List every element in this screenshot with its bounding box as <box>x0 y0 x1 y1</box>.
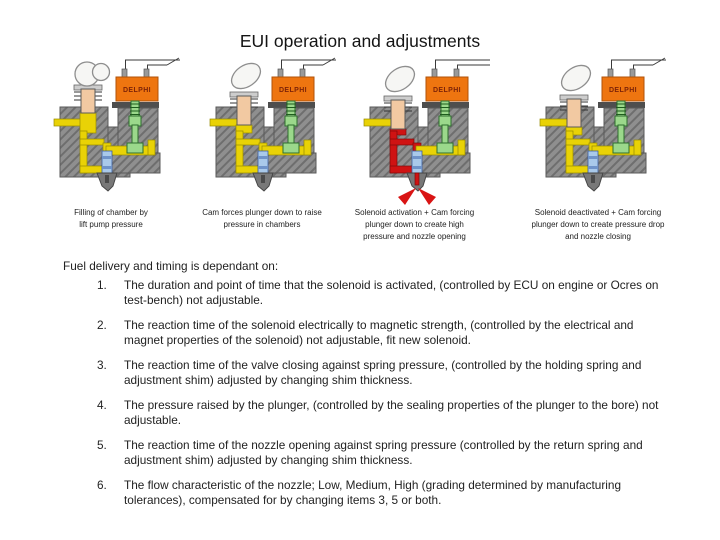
diagram-caption-pressurising: Cam forces plunger down to raise pressur… <box>202 208 322 229</box>
solenoid-wires <box>281 57 336 73</box>
list-item: 1. The duration and point of time that t… <box>97 278 663 307</box>
solenoid-terminal <box>121 68 128 78</box>
item-number: 4. <box>97 398 107 412</box>
solenoid-terminal <box>453 68 460 78</box>
control-valve-green <box>436 100 454 154</box>
diagram-caption-filling: Filling of chamber by lift pump pressure <box>74 208 148 229</box>
body-intro-text: Fuel delivery and timing is dependant on… <box>63 259 279 273</box>
return-spring <box>384 102 412 112</box>
spill-valve-blue <box>101 150 113 174</box>
injector-schematic: DELPHI <box>363 59 490 205</box>
item-text: The reaction time of the nozzle opening … <box>124 438 643 467</box>
item-text: The reaction time of the valve closing a… <box>124 358 642 387</box>
control-valve-green <box>282 100 300 154</box>
diagram-caption-closing: Solenoid deactivated + Cam forcing plung… <box>531 208 665 241</box>
spill-valve-blue <box>257 150 269 174</box>
delphi-logo-text: DELPHI <box>609 87 637 94</box>
item-text: The flow characteristic of the nozzle; L… <box>124 478 622 507</box>
item-number: 6. <box>97 478 107 492</box>
item-text: The pressure raised by the plunger, (con… <box>124 398 659 427</box>
injector-diagram-injecting: DELPHI <box>360 55 492 207</box>
cam-roller <box>74 61 111 87</box>
item-number: 2. <box>97 318 107 332</box>
cam-roller <box>560 64 592 92</box>
control-valve-green <box>612 100 630 154</box>
solenoid-terminal <box>277 68 284 78</box>
return-spring <box>230 98 258 108</box>
injector-schematic: DELPHI <box>53 57 180 192</box>
solenoid-wires <box>125 57 180 73</box>
item-number: 3. <box>97 358 107 372</box>
list-item: 6. The flow characteristic of the nozzle… <box>97 478 663 507</box>
item-number: 5. <box>97 438 107 452</box>
solenoid-terminal <box>607 68 614 78</box>
spill-valve-blue <box>587 150 599 174</box>
cam-roller <box>230 62 262 90</box>
delphi-solenoid-box <box>115 76 159 102</box>
delphi-solenoid-box <box>601 76 645 102</box>
solenoid-terminal <box>143 68 150 78</box>
nozzle-needle <box>591 175 595 183</box>
solenoid-terminal <box>629 68 636 78</box>
return-spring <box>74 91 102 101</box>
diagram-caption-injecting: Solenoid activation + Cam forcing plunge… <box>354 208 475 241</box>
injector-diagram-filling: DELPHI <box>50 55 182 207</box>
delphi-solenoid-box <box>271 76 315 102</box>
plunger <box>390 99 406 130</box>
delphi-logo-text: DELPHI <box>279 87 307 94</box>
injector-diagram-closing: DELPHI <box>536 55 668 207</box>
list-item: 2. The reaction time of the solenoid ele… <box>97 318 663 347</box>
plunger <box>80 88 96 114</box>
injector-diagram-pressurising: DELPHI <box>206 55 338 207</box>
item-text: The reaction time of the solenoid electr… <box>124 318 634 347</box>
delphi-solenoid-box <box>425 76 469 102</box>
solenoid-wires <box>435 59 490 73</box>
list-item: 5. The reaction time of the nozzle openi… <box>97 438 663 467</box>
cam-roller <box>384 65 416 93</box>
item-text: The duration and point of time that the … <box>124 278 659 307</box>
list-item: 4. The pressure raised by the plunger, (… <box>97 398 663 427</box>
plunger <box>566 98 582 128</box>
delphi-logo-text: DELPHI <box>433 87 461 94</box>
plunger <box>236 95 252 126</box>
nozzle-needle <box>414 172 420 186</box>
nozzle-needle <box>105 175 109 183</box>
solenoid-terminal <box>431 68 438 78</box>
pump-chamber <box>79 112 97 134</box>
spill-valve-blue <box>411 150 423 174</box>
slide-title: EUI operation and adjustments <box>239 31 481 51</box>
delphi-logo-text: DELPHI <box>123 87 151 94</box>
return-spring <box>560 101 588 111</box>
solenoid-wires <box>611 57 666 73</box>
list-item: 3. The reaction time of the valve closin… <box>97 358 663 387</box>
control-valve-green <box>126 100 144 154</box>
injector-schematic: DELPHI <box>209 57 336 192</box>
dependency-list: 1. The duration and point of time that t… <box>97 278 663 518</box>
solenoid-terminal <box>299 68 306 78</box>
item-number: 1. <box>97 278 107 292</box>
injector-schematic: DELPHI <box>539 57 666 192</box>
nozzle-needle <box>261 175 265 183</box>
fuel-spray-icon <box>398 188 436 205</box>
